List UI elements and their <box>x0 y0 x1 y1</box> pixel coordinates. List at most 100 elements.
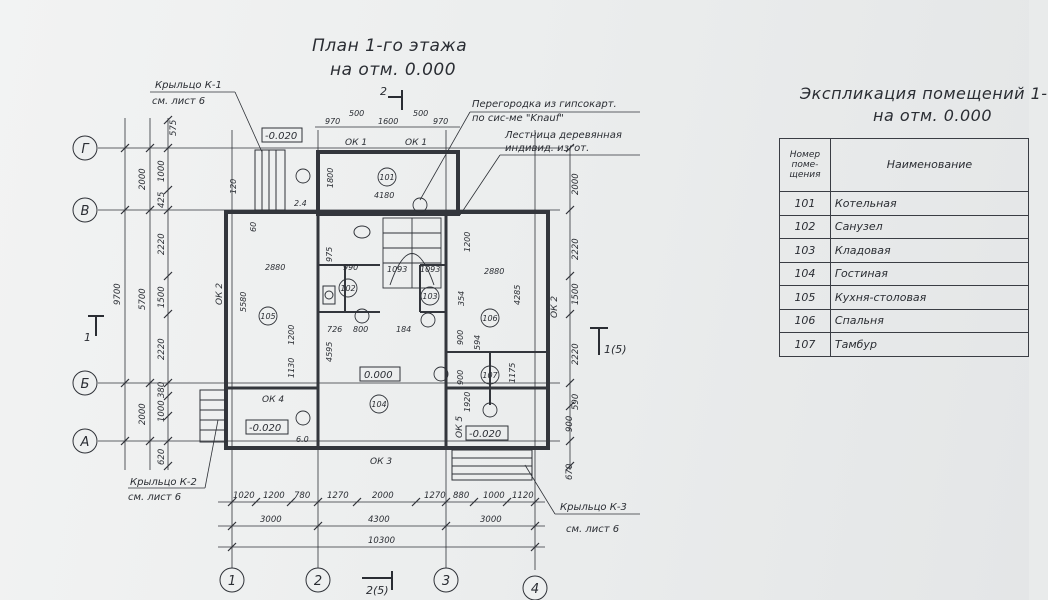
dim-inner-4180: 4180 <box>374 191 394 200</box>
dim-bottom-4: 1270 <box>327 491 349 501</box>
dim-bottom-6: 1270 <box>424 491 446 501</box>
dim-inner-2-4: 2.4 <box>294 199 307 208</box>
dim-inner-184: 184 <box>396 325 411 334</box>
elevation-floor: 0.000 <box>364 370 393 381</box>
elevation-porch-k1: -0.020 <box>265 131 297 142</box>
plan-subtitle: на отм. 0.000 <box>330 60 457 80</box>
dim-bottom-9: 1120 <box>512 491 534 501</box>
dim-left-7: 1500 <box>157 286 167 308</box>
dim-right-1: 2000 <box>571 173 581 195</box>
dim-bottom-row2-3: 3000 <box>480 515 502 525</box>
room-number-103: 103 <box>422 292 437 301</box>
elevation-porch-k2: -0.020 <box>249 423 281 434</box>
room-number-cell: 105 <box>779 285 831 310</box>
dim-top-5: 970 <box>433 117 448 126</box>
dim-inner-2880-left: 2880 <box>265 263 285 272</box>
dim-right-3: 1500 <box>571 283 581 305</box>
dim-left-total: 9700 <box>113 283 123 305</box>
dim-bottom-2: 1200 <box>263 491 285 501</box>
dim-inner-120: 120 <box>229 179 238 194</box>
section-label-bottom: 2(5) <box>366 584 389 597</box>
explication-subtitle: на отм. 0.000 <box>873 106 993 125</box>
room-number-cell: 107 <box>779 332 831 357</box>
dim-inner-4595: 4595 <box>325 342 334 362</box>
explication-header-row: Номер поме- щения Наименование <box>779 138 1030 192</box>
dim-right-2: 2220 <box>571 238 581 260</box>
section-label-top: 2 <box>380 85 387 98</box>
axis-label-b: Б <box>81 377 90 392</box>
dim-left-5: 2220 <box>157 233 167 255</box>
room-name-cell: Тамбур <box>829 332 1030 357</box>
dim-left-9: 380 <box>157 382 167 398</box>
dim-right-7: 670 <box>565 464 575 480</box>
dim-inner-900-b: 900 <box>456 370 465 385</box>
porch-k1-ref: см. лист 6 <box>152 96 205 107</box>
explication-title: Экспликация помещений 1- <box>800 84 1048 103</box>
room-name-cell: Санузел <box>829 214 1030 239</box>
dim-bottom-3: 780 <box>294 491 310 501</box>
opening-ok5: ОК 5 <box>455 416 465 438</box>
dim-left-12: 620 <box>157 449 167 465</box>
room-number-104: 104 <box>371 400 386 409</box>
room-number-cell: 102 <box>779 214 831 239</box>
room-name-cell: Кухня-столовая <box>829 285 1030 310</box>
dim-left-10: 1000 <box>157 400 167 422</box>
opening-ok1-a: ОК 1 <box>345 138 367 148</box>
dim-left-1: 575 <box>169 120 179 136</box>
dim-left-8: 2220 <box>157 338 167 360</box>
room-name-cell: Гостиная <box>829 261 1030 286</box>
dim-left-11: 2000 <box>138 403 148 425</box>
dim-top-2: 500 <box>349 109 364 118</box>
dim-inner-594: 594 <box>473 335 482 350</box>
dim-inner-1200-a: 1200 <box>287 325 296 345</box>
dim-top-1: 970 <box>325 117 340 126</box>
dim-inner-6-0: 6.0 <box>296 435 309 444</box>
opening-ok2-right: ОК 2 <box>550 296 560 318</box>
room-number-101: 101 <box>379 173 394 182</box>
dim-inner-1175: 1175 <box>508 363 517 383</box>
room-number-cell: 104 <box>779 261 831 286</box>
dim-inner-4285: 4285 <box>513 285 522 305</box>
opening-ok1-b: ОК 1 <box>405 138 427 148</box>
dim-right-4: 2220 <box>571 343 581 365</box>
room-name-cell: Котельная <box>829 191 1030 216</box>
axis-label-v: В <box>81 204 90 219</box>
dim-inner-900-a: 900 <box>456 330 465 345</box>
dim-left-4: 425 <box>157 192 167 208</box>
axis-label-a: А <box>80 435 90 450</box>
room-name-cell: Кладовая <box>829 238 1030 263</box>
opening-ok3: ОК 3 <box>370 457 392 467</box>
elevation-porch-k3: -0.020 <box>469 429 501 440</box>
dim-bottom-1: 1020 <box>233 491 255 501</box>
dim-right-6: 900 <box>565 416 575 432</box>
dim-top-4: 500 <box>413 109 428 118</box>
dim-inner-726: 726 <box>327 325 342 334</box>
dim-inner-1920: 1920 <box>463 392 472 412</box>
dim-bottom-8: 1000 <box>483 491 505 501</box>
axis-label-g: Г <box>81 142 90 157</box>
stair-ref: индивид. изгот. <box>505 143 589 154</box>
dim-inner-975: 975 <box>325 247 334 262</box>
room-name-cell: Спальня <box>829 308 1030 333</box>
dim-inner-990: 990 <box>343 263 358 272</box>
plan-title: План 1-го этажа <box>312 36 468 56</box>
dim-bottom-5: 2000 <box>372 491 394 501</box>
partition-label: Перегородка из гипсокарт. <box>472 99 617 110</box>
axis-label-4: 4 <box>531 582 539 597</box>
dim-inner-1200-b: 1200 <box>463 232 472 252</box>
dim-right-5: 590 <box>571 394 581 410</box>
partition-ref: по сис-ме "Knauf" <box>472 113 564 124</box>
porch-k2-label: Крыльцо К-2 <box>130 477 197 488</box>
porch-k3-ref: см. лист 6 <box>566 524 619 535</box>
porch-k3-label: Крыльцо К-3 <box>560 502 627 513</box>
dim-bottom-total: 10300 <box>368 536 395 546</box>
dim-bottom-row2-2: 4300 <box>368 515 390 525</box>
dim-inner-1800: 1800 <box>326 168 335 188</box>
room-number-105: 105 <box>260 312 275 321</box>
header-room-number: Номер поме- щения <box>779 138 831 192</box>
